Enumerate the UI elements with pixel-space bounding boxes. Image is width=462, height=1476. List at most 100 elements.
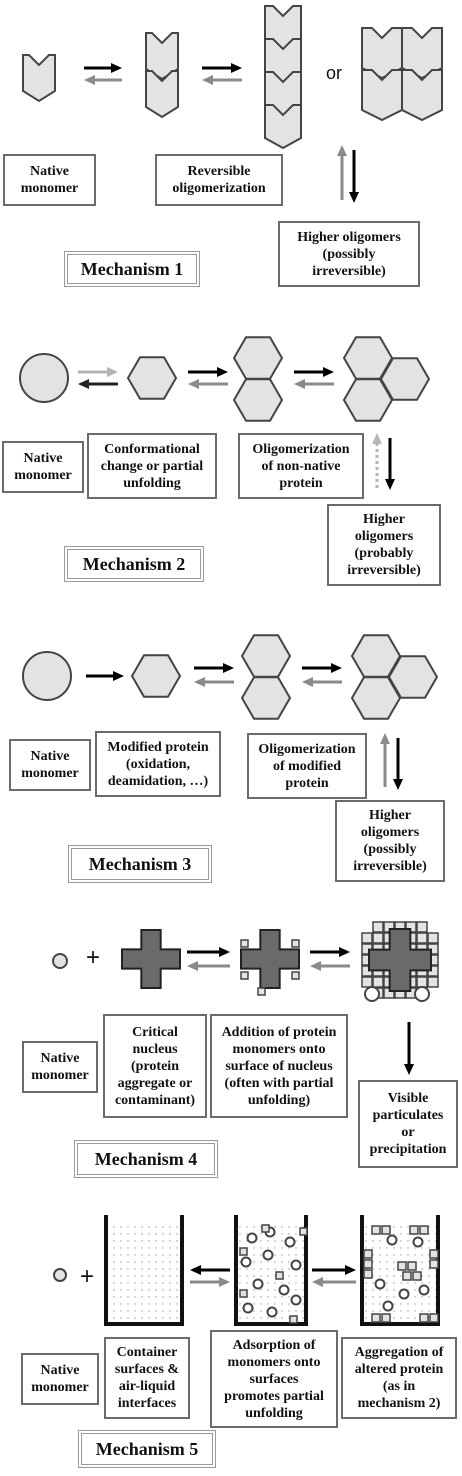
m3-dimer-hexagon-bottom	[240, 676, 292, 720]
m5-mechanism-title: Mechanism 5	[78, 1430, 216, 1468]
m3-forward-arrow-2-head	[223, 663, 234, 673]
m4-particulate-square-0-1	[372, 921, 384, 933]
m1-native-monomer-label: Native monomer	[3, 154, 96, 206]
m5-container-3-aggregate-9	[397, 1261, 407, 1271]
m5-plus-sign: +	[80, 1263, 95, 1290]
m5-monomer-circle	[53, 1268, 67, 1282]
m2-dimer-hexagon-top	[232, 336, 284, 380]
m2-up-arrow-head	[372, 433, 382, 444]
m1-dimer-chevron-bottom	[145, 70, 179, 119]
m1-reverse-arrow-2-head	[202, 75, 213, 85]
m4-particulate-square-5-6	[427, 976, 439, 988]
m5-container-2-monomer-4	[262, 1249, 274, 1261]
m5-container-2-adsorbed-0	[239, 1247, 248, 1256]
m4-bound-square-2	[240, 971, 249, 980]
m4-reverse-arrow-2-head	[310, 961, 321, 971]
m5-container-2-adsorbed-5	[261, 1224, 270, 1233]
m2-native-monomer-label: Native monomer	[2, 441, 84, 493]
m2-oligomerization-label: Oligomerization of non-native protein	[238, 433, 364, 499]
m2-forward-arrow-1-head	[107, 367, 118, 377]
m3-forward-arrow-3-head	[331, 663, 342, 673]
m3-modified-hexagon	[130, 654, 182, 698]
m2-unfolded-hexagon	[126, 356, 178, 400]
m5-container-2-adsorbed-2	[275, 1271, 284, 1280]
m4-forward-arrow-1-head	[219, 947, 230, 957]
m1-or-text: or	[326, 63, 343, 83]
m2-reverse-arrow-3-head	[294, 379, 305, 389]
m5-container-3-aggregate-7	[429, 1249, 439, 1259]
m5-container-2-adsorbed-4	[289, 1315, 298, 1324]
m4-bound-square-3	[291, 971, 300, 980]
m4-particulate-square-1-0	[361, 932, 373, 944]
m3-reverse-arrow-2-head	[194, 677, 205, 687]
m5-container-2-monomer-5	[290, 1259, 302, 1271]
m2-forward-arrow-2-head	[217, 367, 228, 377]
m5-container-3-monomer-1	[412, 1236, 424, 1248]
m4-particulate-square-1-1	[372, 932, 384, 944]
m4-nucleus-cross-coated	[240, 929, 300, 989]
m4-bound-square-4	[257, 987, 266, 996]
m1-reversible-oligomerization-label: Reversible oligomerization	[155, 154, 283, 206]
m5-forward-arrow-2-head	[345, 1265, 356, 1275]
m4-forward-arrow-2-head	[339, 947, 350, 957]
m4-visible-particulates-label: Visible particulates or precipitation	[358, 1080, 458, 1168]
m1-mechanism-title: Mechanism 1	[64, 251, 200, 287]
m3-higher-oligomers-label: Higher oligomers (possibly irreversible)	[335, 800, 445, 882]
m5-container-3-aggregate-3	[419, 1225, 429, 1235]
m5-container-1-liquid	[106, 1222, 182, 1324]
m5-container-3-aggregate-2	[409, 1225, 419, 1235]
m5-container-2-monomer-7	[278, 1284, 290, 1296]
m5-container-3-walls	[360, 1215, 440, 1326]
m1-grid-chevron-br	[401, 69, 443, 122]
m5-forward-arrow-1-head	[219, 1277, 230, 1287]
m5-container-3-monomer-5	[382, 1300, 394, 1312]
m5-container-2-adsorbed-3	[239, 1289, 248, 1298]
m5-container-3-monomer-2	[374, 1278, 386, 1290]
m5-native-monomer-label: Native monomer	[21, 1353, 99, 1405]
m4-aggregate-circle-2	[414, 986, 430, 1002]
m5-container-3-aggregate-16	[429, 1313, 439, 1323]
m5-container-2-adsorbed-1	[299, 1227, 308, 1236]
m5-container-1-walls	[104, 1215, 184, 1326]
m1-up-arrow-head	[337, 145, 347, 156]
m1-forward-arrow-2-head	[231, 63, 242, 73]
m4-critical-nucleus-label: Critical nucleus (protein aggregate or c…	[103, 1014, 207, 1118]
m4-bound-square-0	[240, 939, 249, 948]
m5-container-2-monomer-3	[240, 1256, 252, 1268]
m1-monomer-chevron	[22, 54, 56, 103]
m5-container-3-monomer-0	[386, 1234, 398, 1246]
m4-down-arrow-head	[404, 1064, 414, 1075]
m4-particulate-square-1-5	[416, 932, 428, 944]
m1-down-arrow-head	[349, 192, 359, 203]
m5-container-2-monomer-10	[290, 1294, 302, 1306]
m5-container-3-aggregate-6	[363, 1269, 373, 1279]
m4-monomer-circle	[52, 953, 68, 969]
m5-container-2-monomer-8	[242, 1302, 254, 1314]
m5-container-2-monomer-9	[266, 1306, 278, 1318]
m5-container-2-monomer-2	[284, 1236, 296, 1248]
m3-native-monomer-label: Native monomer	[9, 739, 91, 791]
m3-down-arrow-head	[393, 779, 403, 790]
m4-addition-label: Addition of protein monomers onto surfac…	[210, 1014, 348, 1118]
m5-container-3-liquid	[362, 1222, 438, 1324]
m1-forward-arrow-1-head	[111, 63, 122, 73]
m5-container-3-aggregate-15	[419, 1313, 429, 1323]
m5-adsorption-label: Adsorption of monomers onto surfaces pro…	[210, 1330, 338, 1428]
m3-trimer-hexagon-right	[387, 655, 439, 699]
m2-higher-oligomers-label: Higher oligomers (probably irreversible)	[327, 504, 441, 586]
m5-container-3-aggregate-13	[371, 1313, 381, 1323]
m5-container-3-aggregate-5	[363, 1259, 373, 1269]
m3-dimer-hexagon-top	[240, 634, 292, 678]
m1-stack-chevron-3	[264, 104, 302, 150]
m5-container-3-monomer-4	[418, 1284, 430, 1296]
m5-container-3-aggregate-11	[402, 1271, 412, 1281]
m2-conformational-change-label: Conformational change or partial unfoldi…	[87, 433, 217, 499]
m2-forward-arrow-3-head	[323, 367, 334, 377]
m4-particulate-square-5-0	[361, 976, 373, 988]
m2-trimer-hexagon-right	[379, 357, 431, 401]
m1-higher-oligomers-label: Higher oligomers (possibly irreversible)	[278, 221, 420, 287]
m2-monomer-circle	[19, 353, 69, 403]
m5-container-surfaces-label: Container surfaces & air-liquid interfac…	[104, 1337, 190, 1419]
m5-container-3-monomer-3	[398, 1288, 410, 1300]
